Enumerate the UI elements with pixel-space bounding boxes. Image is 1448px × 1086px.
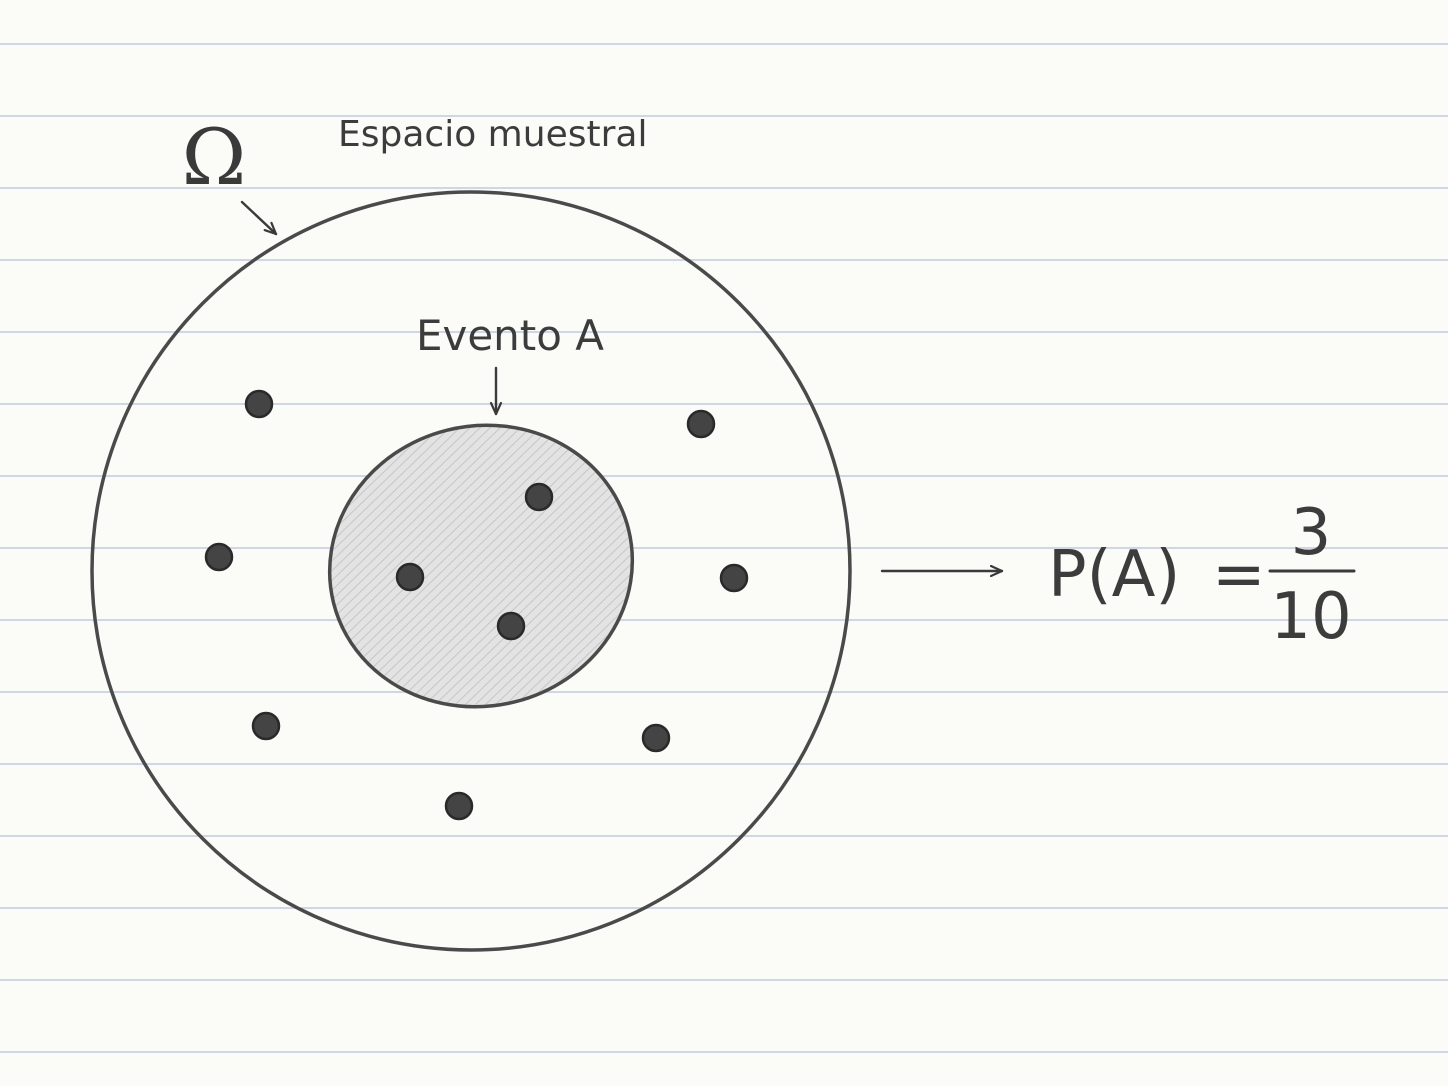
omega-symbol: Ω	[182, 113, 247, 203]
sample-space-circle	[90, 190, 852, 952]
formula-numerator: 3	[1291, 496, 1332, 570]
formula-equals: =	[1212, 538, 1266, 612]
formula-lhs: P(A)	[1048, 538, 1180, 612]
sample-point	[686, 409, 716, 439]
sample-point	[244, 389, 274, 419]
sample-point	[719, 563, 749, 593]
event-point	[524, 482, 554, 512]
sample-points	[204, 389, 749, 821]
omega-pointer-arrow	[240, 200, 278, 236]
sample-point	[444, 791, 474, 821]
event-point	[496, 611, 526, 641]
event-a-points	[395, 482, 554, 641]
event-a-region	[327, 423, 635, 709]
formula-denominator: 10	[1270, 580, 1351, 654]
sample-space-label: Espacio muestral	[338, 114, 647, 155]
sample-point	[641, 723, 671, 753]
sample-point	[251, 711, 281, 741]
event-point	[395, 562, 425, 592]
sample-point	[204, 542, 234, 572]
probability-formula: P(A) = 3 10	[1048, 496, 1356, 654]
event-a-label: Evento A	[416, 311, 604, 360]
